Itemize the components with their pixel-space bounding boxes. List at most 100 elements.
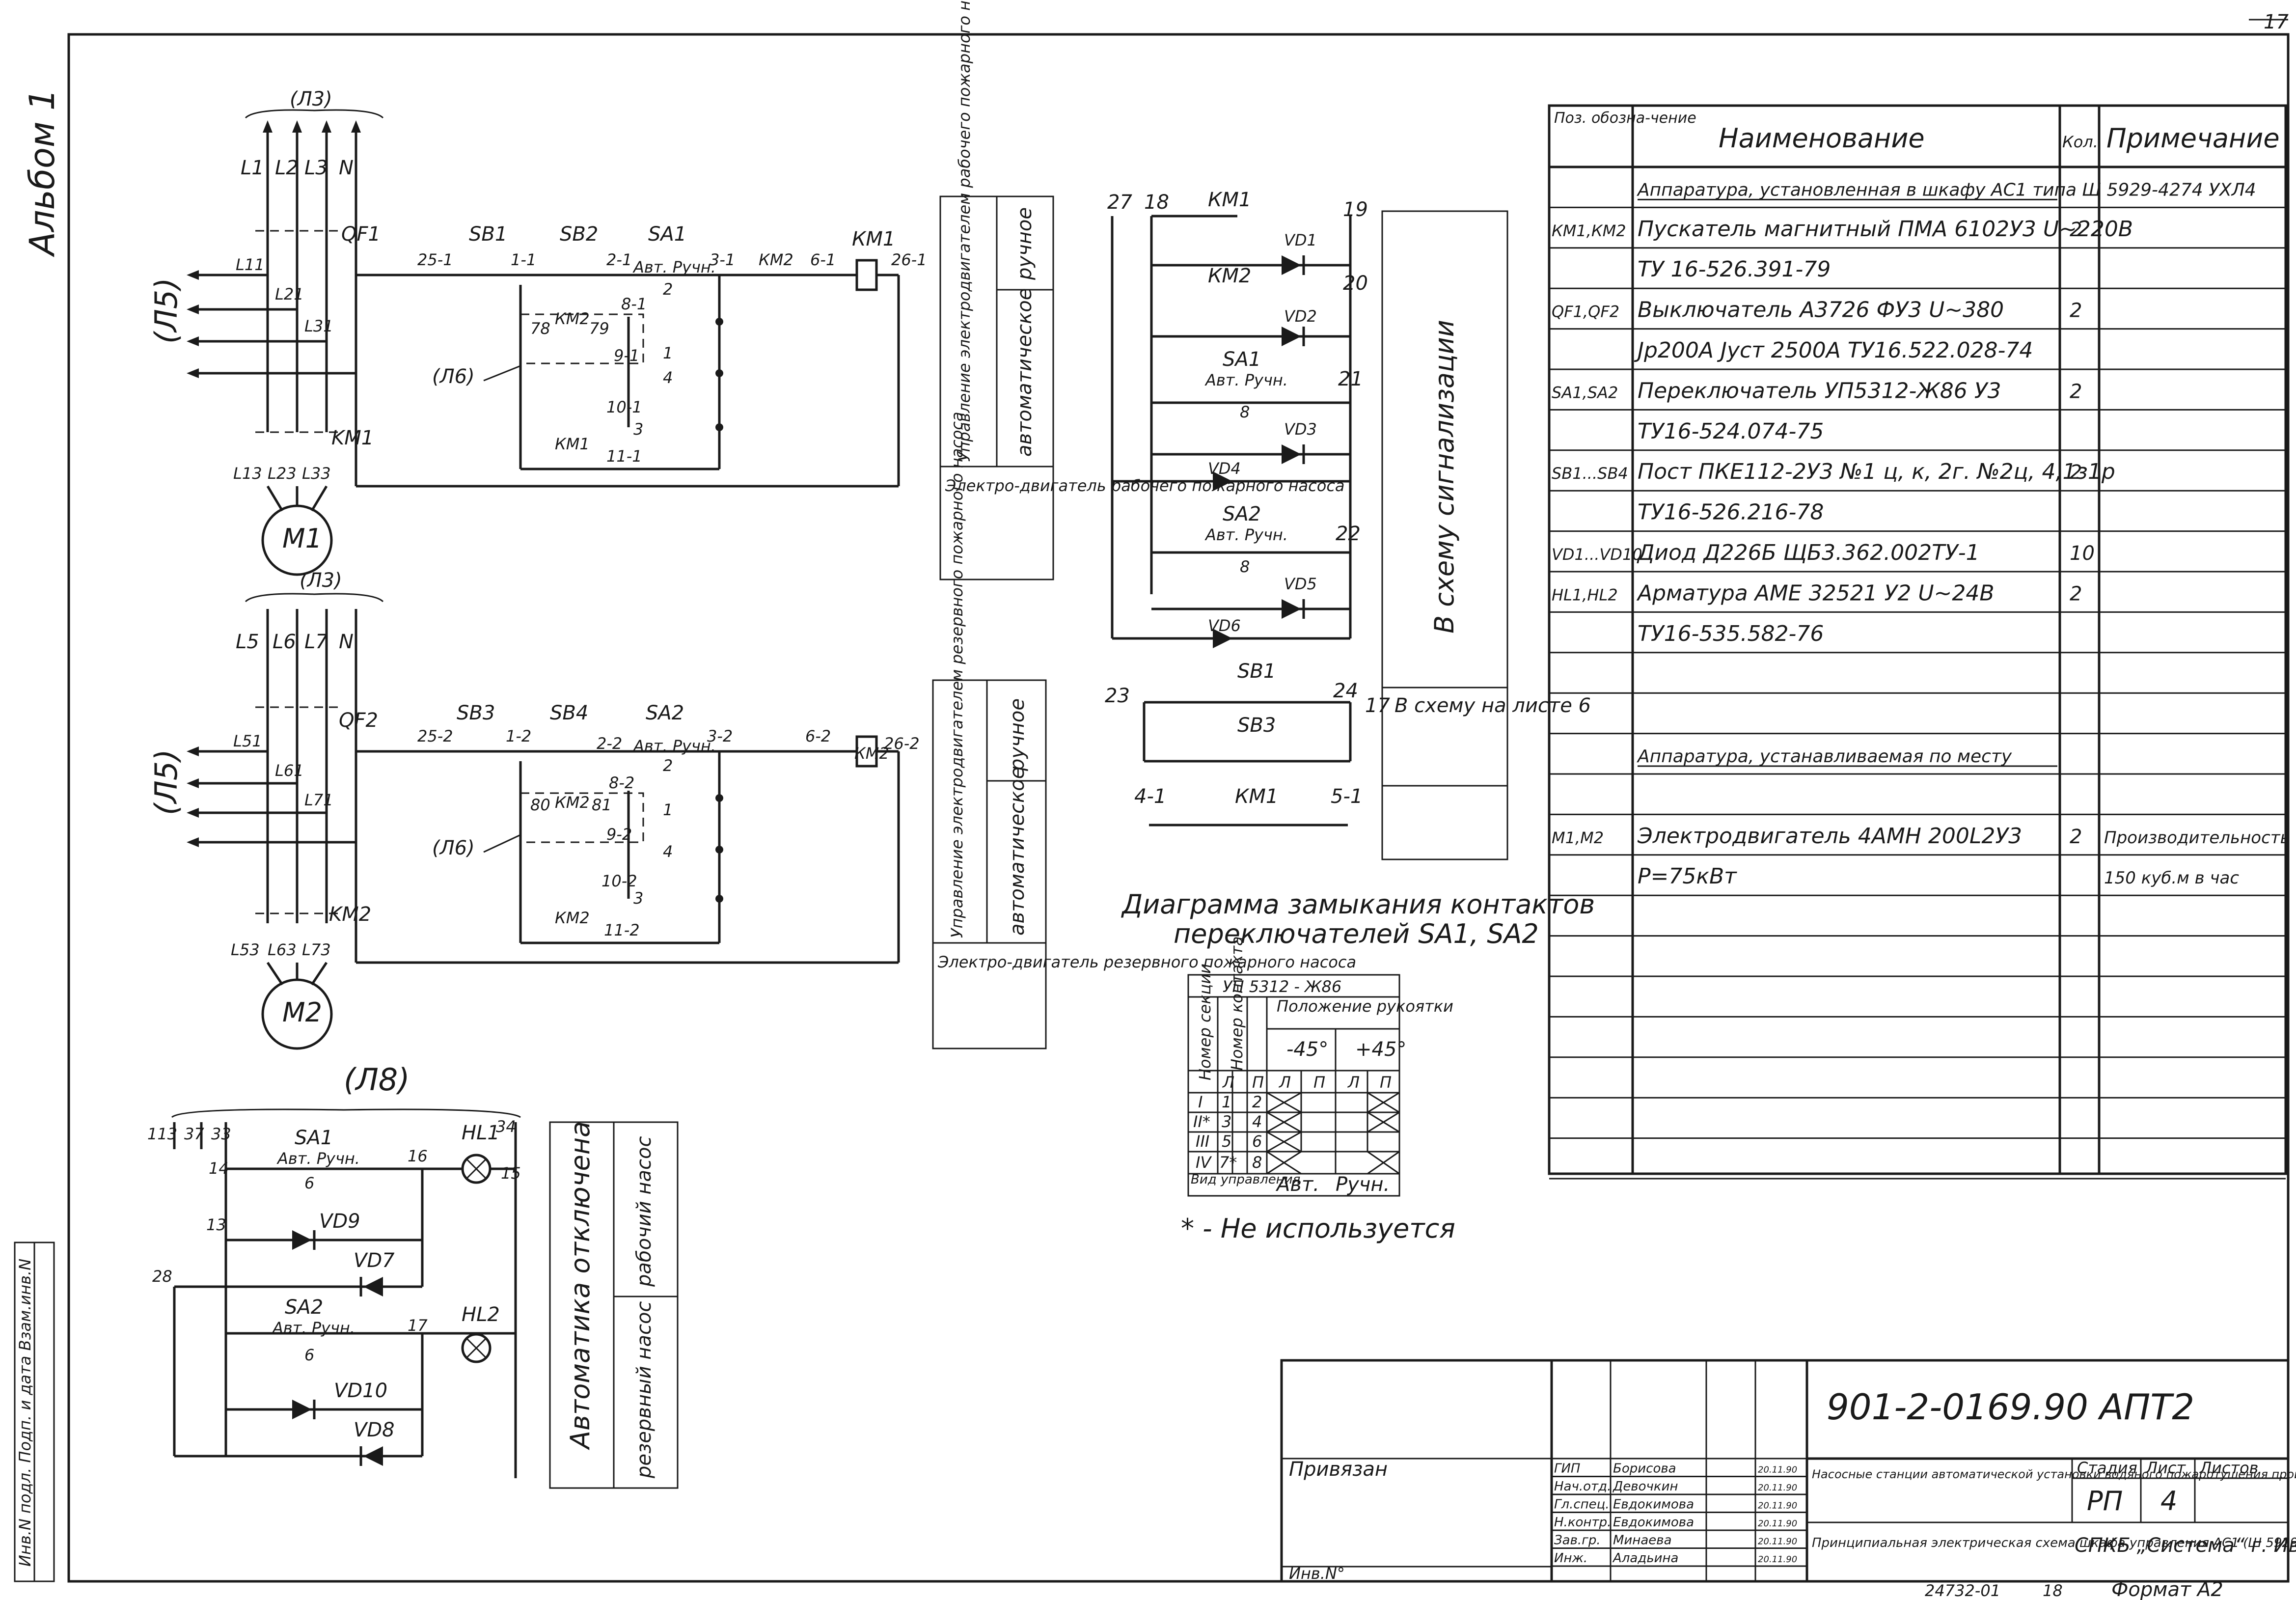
c2-hold-contact: КМ2 bbox=[555, 909, 590, 927]
sig-w-21: 21 bbox=[1338, 368, 1363, 390]
tb-role: Инж. bbox=[1554, 1551, 1587, 1566]
c2-phase-2: L6 bbox=[273, 631, 296, 653]
cd-angle-1: -45° bbox=[1286, 1038, 1328, 1061]
tb-project-title: Насосные станции автоматической установк… bbox=[1812, 1467, 2296, 1481]
cd-h-contact: Номер контакта bbox=[1228, 936, 1246, 1071]
cd-angle-2: +45° bbox=[1355, 1038, 1406, 1061]
c1-node-l31: L31 bbox=[304, 317, 333, 335]
c2-breaker: QF2 bbox=[339, 709, 378, 732]
c3-w-14: 14 bbox=[209, 1159, 229, 1178]
cd-ln-3: Л bbox=[1279, 1073, 1291, 1092]
tb-date: 20.11.90 bbox=[1758, 1465, 1797, 1475]
c3-w-28: 28 bbox=[152, 1267, 172, 1286]
spec-name: Аппаратура, установленная в шкафу АС1 ти… bbox=[1637, 180, 2256, 200]
c2-node-l71: L71 bbox=[304, 791, 333, 809]
tb-name: Аладьина bbox=[1612, 1551, 1678, 1566]
c1-node-l11: L11 bbox=[236, 255, 265, 274]
c3-modes-1: Авт. Ручн. bbox=[276, 1149, 360, 1168]
c1-node-l13: L13 bbox=[233, 464, 262, 483]
spec-pos: VD1...VD10 bbox=[1552, 545, 1642, 564]
c2-switch: SA2 bbox=[646, 702, 684, 724]
c3-vd8: VD8 bbox=[354, 1419, 395, 1441]
sig-w-19: 19 bbox=[1343, 198, 1368, 221]
c3-vd10: VD10 bbox=[334, 1379, 387, 1402]
c1-w-25: 25-1 bbox=[417, 250, 453, 269]
signal-box-text: В схему сигнализации bbox=[1429, 320, 1460, 634]
sb-w-23: 23 bbox=[1105, 685, 1130, 707]
spec-name: Переключатель УП5312-Ж86 У3 bbox=[1638, 378, 2001, 403]
c2-contactor: KM2 bbox=[329, 903, 371, 926]
c3-w-33: 33 bbox=[211, 1125, 231, 1143]
spec-qty: 2 bbox=[2070, 826, 2082, 848]
c1-sb-start: SB2 bbox=[560, 223, 598, 246]
spec-h-note: Примечание bbox=[2106, 123, 2280, 154]
spec-pos: QF1,QF2 bbox=[1552, 303, 1619, 321]
c1-motor: M1 bbox=[282, 523, 322, 554]
circuit-1: (Л3) L1 L2 L3 N QF1 L11 L21 L31 (Л5) KM1 bbox=[148, 88, 927, 576]
tb-name: Борисова bbox=[1613, 1462, 1676, 1476]
sb-w-24: 24 bbox=[1333, 680, 1358, 702]
sb-button-1: SB1 bbox=[1237, 660, 1276, 683]
tb-date: 20.11.90 bbox=[1758, 1518, 1797, 1529]
spec-name: Пускатель магнитный ПМА 6102У3 U~220В bbox=[1638, 217, 2133, 242]
cd-row4-c1: 7* bbox=[1219, 1153, 1237, 1172]
spec-name: ТУ16-526.216-78 bbox=[1638, 500, 1824, 525]
cd-mode-auto: Авт. bbox=[1275, 1173, 1319, 1196]
c3-box-b: резервный насос bbox=[633, 1301, 656, 1479]
sig-vd3: VD3 bbox=[1284, 420, 1317, 439]
c2-phase-n: N bbox=[339, 631, 354, 653]
spec-name: ТУ16-524.074-75 bbox=[1638, 419, 1824, 444]
c2-w-80: 80 bbox=[530, 796, 550, 814]
c2-mode-table: Управление электродвигателем резервного … bbox=[932, 412, 1356, 1049]
spec-note: 150 куб.м в час bbox=[2104, 868, 2239, 888]
cd-row1-sec: I bbox=[1198, 1093, 1203, 1111]
cd-ln-1: Л bbox=[1222, 1073, 1234, 1092]
tb-doc-code: 901-2-0169.90 АПТ2 bbox=[1827, 1386, 2194, 1428]
c2-node-l73: L73 bbox=[302, 940, 331, 959]
c2-pos-2: 2 bbox=[663, 756, 673, 775]
c1-breaker: QF1 bbox=[341, 223, 381, 246]
c1-w-6: 6-1 bbox=[810, 250, 836, 269]
c1-hold-km: КМ2 bbox=[555, 309, 590, 328]
c2-motor: M2 bbox=[282, 997, 322, 1028]
c1-pos-2: 2 bbox=[663, 280, 673, 299]
tb-role: Гл.спец. bbox=[1554, 1497, 1610, 1512]
c1-w-11: 11-1 bbox=[606, 447, 642, 466]
cd-mode-label: Вид управления bbox=[1191, 1172, 1300, 1187]
c1-node-l23: L23 bbox=[268, 464, 297, 483]
cd-row4-sec: IV bbox=[1196, 1153, 1212, 1172]
c1-w-2: 2-1 bbox=[606, 250, 632, 269]
spec-name: ТУ16-535.582-76 bbox=[1638, 621, 1824, 646]
spec-name: ТУ 16-526.391-79 bbox=[1638, 257, 1831, 282]
spec-qty: 2 bbox=[2070, 461, 2082, 484]
side-stamp: Инв.N подл. Подп. и дата Взам.инв.N bbox=[16, 1259, 34, 1567]
c2-pos-1: 1 bbox=[663, 800, 673, 819]
c3-w-113: 113 bbox=[147, 1125, 177, 1143]
spec-pos: SB1...SB4 bbox=[1552, 464, 1628, 483]
c3-modes-2: Авт. Ручн. bbox=[272, 1319, 355, 1337]
c1-w-26: 26-1 bbox=[891, 250, 927, 269]
spec-h-name: Наименование bbox=[1719, 123, 1925, 154]
title-block: 901-2-0169.90 АПТ2 Привязан Инв.N° Насос… bbox=[1280, 1359, 2296, 1600]
tb-sheet: 4 bbox=[2160, 1486, 2177, 1517]
c3-sa1: SA1 bbox=[295, 1127, 333, 1149]
tb-sheet-title: Принципиальная электрическая схема шкафа… bbox=[1812, 1536, 2296, 1550]
sig-km1: КМ1 bbox=[1208, 189, 1251, 211]
c2-w-2: 2-2 bbox=[597, 734, 622, 753]
tb-sheet-h: Лист bbox=[2145, 1459, 2186, 1477]
tb-role: Зав.гр. bbox=[1554, 1533, 1601, 1548]
spec-name: Аппаратура, устанавливаемая по месту bbox=[1637, 746, 2012, 767]
sig-vd2: VD2 bbox=[1284, 307, 1317, 326]
c2-coil: КМ2 bbox=[854, 744, 889, 763]
tb-date: 20.11.90 bbox=[1758, 1483, 1797, 1493]
spec-note: Производительность bbox=[2104, 828, 2290, 848]
spec-name: Jр200А Jуст 2500А ТУ16.522.028-74 bbox=[1634, 338, 2033, 363]
cd-row1-c2: 2 bbox=[1252, 1093, 1262, 1111]
c2-pos-3: 3 bbox=[633, 889, 643, 908]
cd-row2-c1: 3 bbox=[1222, 1112, 1231, 1131]
c2-phase-1: L5 bbox=[236, 631, 259, 653]
tb-name: Девочкин bbox=[1613, 1479, 1678, 1494]
c1-phase-n: N bbox=[339, 157, 354, 179]
tb-role: Н.контр. bbox=[1554, 1515, 1611, 1530]
